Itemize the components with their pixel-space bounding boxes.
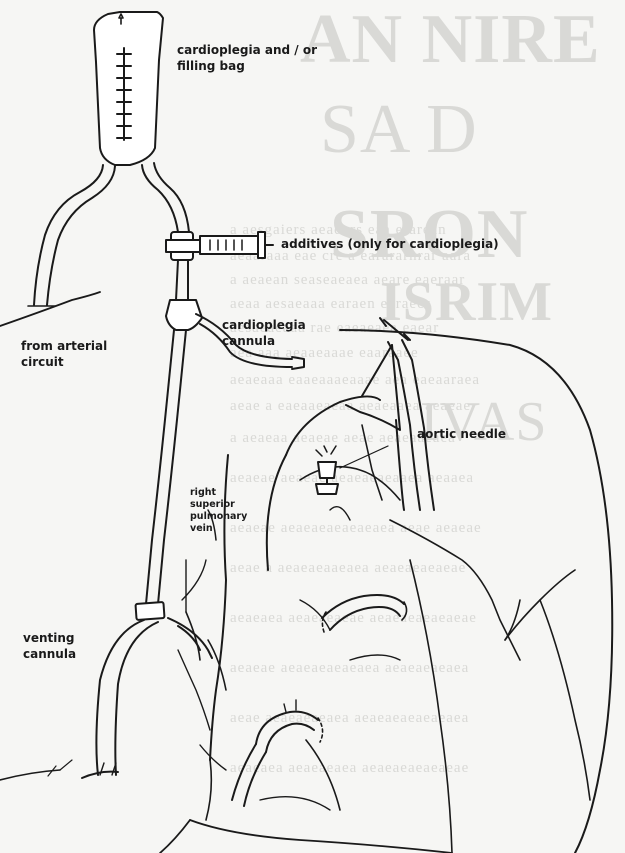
bag-label: cardioplegia and / or filling bag — [177, 42, 317, 74]
arterial-label-line2: circuit — [21, 354, 107, 370]
aorta-drawing — [346, 318, 434, 510]
main-line-lower — [146, 330, 186, 604]
venting-cannula-label: venting cannula — [23, 630, 76, 662]
heart-drawing — [160, 330, 612, 853]
cardioplegia-cannula-label-line1: cardioplegia — [222, 317, 306, 333]
filling-bag-icon — [94, 12, 163, 165]
additives-label: additives (only for cardioplegia) — [281, 236, 499, 252]
cardioplegia-cannula-label-line2: cannula — [222, 333, 306, 349]
venting-cannula-label-line1: venting — [23, 630, 76, 646]
bag-label-line2: filling bag — [177, 58, 317, 74]
pulmonary-vein-label-line2: superior — [190, 499, 247, 511]
pulmonary-vein-label: right superior pulmonary vein — [190, 487, 247, 535]
venting-cannula-label-line2: cannula — [23, 646, 76, 662]
pulmonary-vein-drawing — [186, 560, 407, 810]
bag-label-line1: cardioplegia and / or — [177, 42, 317, 58]
main-line-mid — [166, 260, 202, 330]
arterial-tube — [0, 165, 115, 326]
pulmonary-vein-label-line3: pulmonary — [190, 511, 247, 523]
aortic-needle-label: aortic needle — [417, 426, 506, 442]
syringe-icon — [166, 232, 273, 260]
arterial-label: from arterial circuit — [21, 338, 107, 370]
frame-lines — [0, 760, 211, 820]
pulmonary-vein-label-line1: right — [190, 487, 247, 499]
main-line-upper — [142, 163, 189, 232]
pulmonary-vein-label-line4: vein — [190, 523, 247, 535]
arterial-label-line1: from arterial — [21, 338, 107, 354]
cardioplegia-cannula-label: cardioplegia cannula — [222, 317, 306, 349]
